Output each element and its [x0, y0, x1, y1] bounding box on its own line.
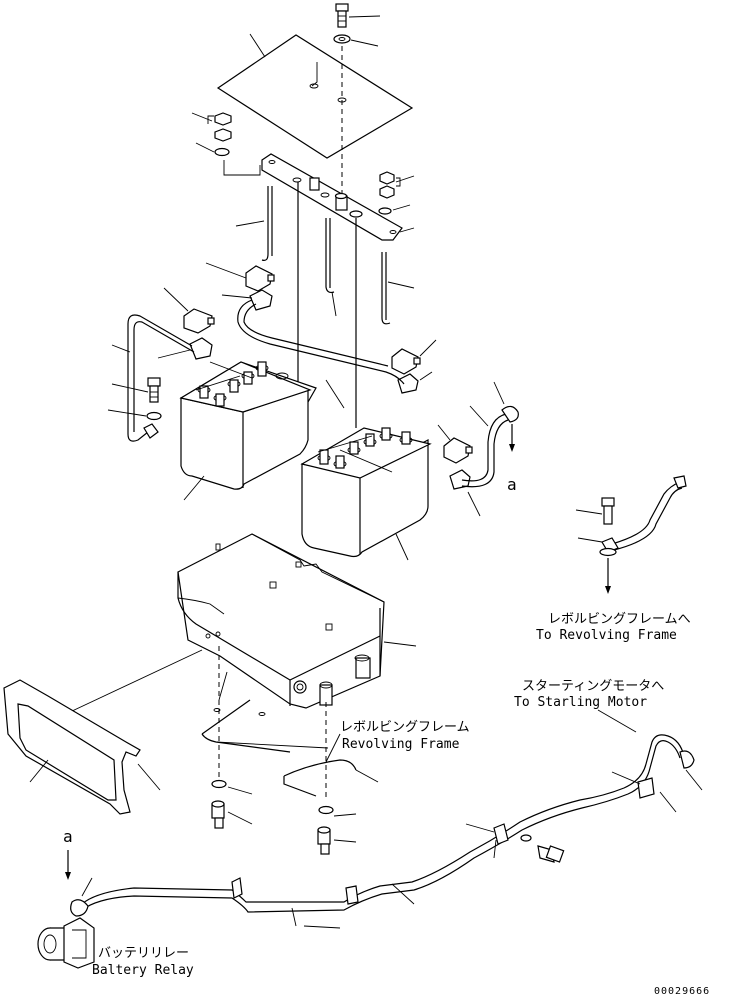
revolving-frame-jp: レボルビングフレーム	[340, 720, 470, 735]
to-revolving-frame-en: To Revolving Frame	[536, 628, 677, 643]
ground-cable-group	[575, 475, 687, 594]
terminal-cap-1	[245, 265, 273, 292]
battery-left	[179, 361, 317, 501]
ref-a-right: a	[507, 475, 517, 494]
ref-a-left: a	[63, 827, 73, 846]
to-starting-motor-en: To Starling Motor	[514, 695, 647, 710]
cover-plate	[216, 34, 414, 159]
plate-bolt-right	[317, 826, 331, 855]
j-bolt-left	[261, 186, 269, 261]
hold-down-group	[191, 112, 415, 428]
j-bolt-right	[381, 252, 391, 325]
mounting-plate	[69, 646, 379, 855]
hold-down-bar	[261, 153, 403, 241]
tray-cover-frame	[3, 679, 161, 815]
cover-bracket	[311, 62, 318, 87]
plate-bolt-left	[211, 800, 225, 829]
jumper-cable	[237, 299, 405, 385]
battery-tray	[177, 533, 417, 709]
starter-cable	[81, 734, 685, 905]
right-positive-cable	[461, 413, 507, 482]
top-cover-group	[216, 3, 414, 196]
battery-relay	[37, 877, 95, 969]
revolving-frame-en: Revolving Frame	[342, 737, 460, 752]
left-bolt	[107, 377, 162, 421]
battery-relay-jp: バッテリリレー	[98, 946, 189, 961]
left-ground-cable	[127, 314, 193, 442]
battery-right	[300, 427, 432, 561]
to-revolving-frame-jp: レボルビングフレームへ	[548, 612, 691, 627]
top-washer	[333, 34, 351, 44]
right-cable-group: a	[461, 381, 519, 494]
terminal-cap-3	[391, 348, 419, 375]
to-starting-motor-jp: スターティングモータへ	[522, 679, 664, 694]
battery-relay-en: Baltery Relay	[92, 963, 194, 978]
terminal-cap-2	[183, 308, 213, 334]
starter-cable-group	[70, 734, 703, 929]
terminal-cap-4	[443, 437, 471, 464]
j-bolt-mid	[325, 218, 335, 294]
drawing-number: 00029666	[654, 986, 710, 994]
jumper-cable-group	[107, 299, 405, 442]
terminal-cap-group	[157, 262, 481, 517]
top-bolt	[335, 3, 349, 28]
